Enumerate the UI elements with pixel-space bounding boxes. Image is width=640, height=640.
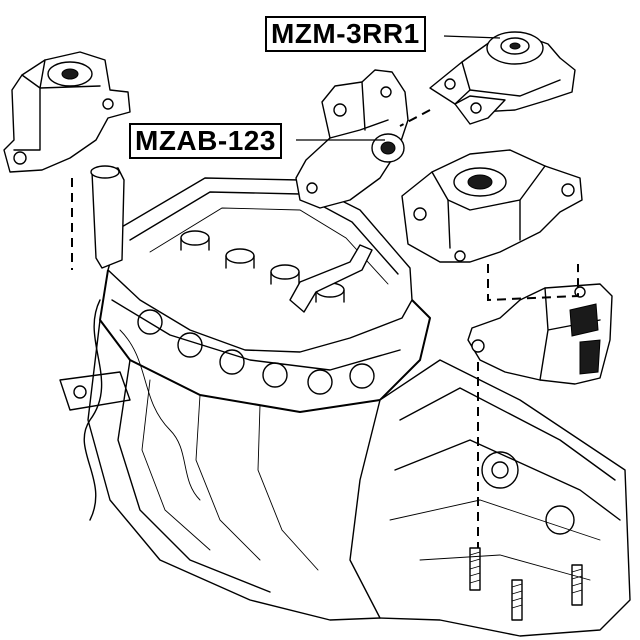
center-mount-block — [401, 149, 583, 263]
transmission-mount-block — [467, 283, 613, 385]
right-mount-part-label: MZM-3RR1 — [265, 16, 426, 52]
left-mount-bracket — [3, 51, 131, 173]
transmission-assembly — [349, 359, 631, 637]
upper-bracket-part — [295, 69, 409, 209]
assembly-guide-lines — [71, 109, 579, 548]
label-leaders — [296, 35, 501, 141]
engine-assembly — [59, 165, 431, 621]
upper-bracket-part-label: MZAB-123 — [129, 123, 282, 159]
right-mount-part — [429, 31, 576, 125]
